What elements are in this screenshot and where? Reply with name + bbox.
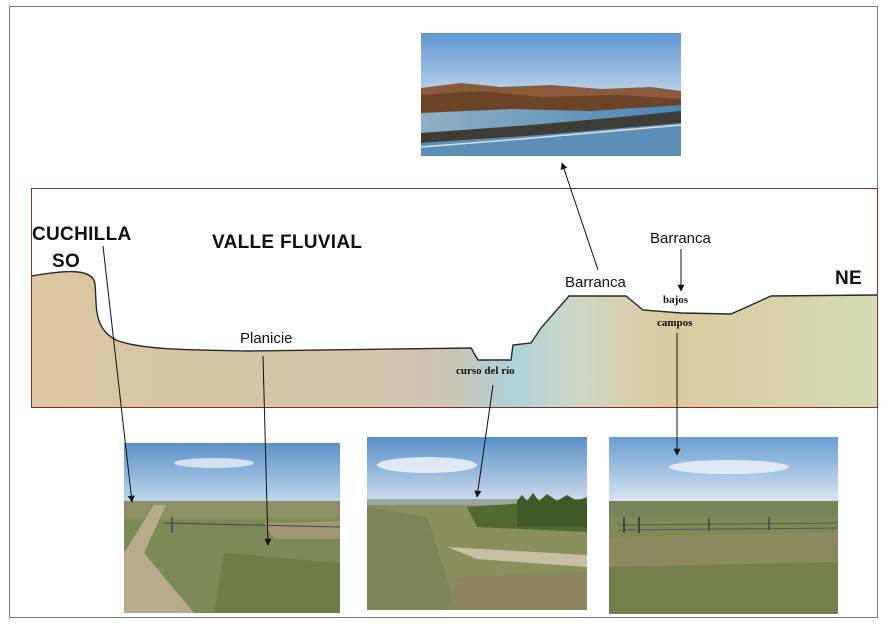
label-barranca-left: Barranca	[565, 274, 626, 291]
label-valle-fluvial: VALLE FLUVIAL	[212, 232, 363, 253]
label-barranca-right: Barranca	[650, 230, 711, 247]
photo-bajos-campos	[609, 437, 838, 614]
terrain-outline	[31, 270, 878, 361]
photo-river-course	[367, 437, 587, 610]
photo-cuchilla-road	[124, 443, 340, 613]
label-planicie: Planicie	[240, 330, 293, 347]
photo-barranca-river	[421, 33, 681, 156]
label-so: SO	[52, 251, 81, 272]
arrow-curso-to-photo	[474, 384, 494, 498]
arrow-barranca-to-photo	[560, 162, 599, 271]
arrow-planicie-to-photo	[262, 355, 272, 546]
label-bajos: bajos	[663, 294, 689, 306]
terrain-fill	[32, 271, 877, 407]
profile-section	[31, 188, 878, 408]
label-cuchilla: CUCHILLA	[32, 224, 132, 245]
label-curso-del-rio: curso del río	[456, 365, 515, 377]
label-campos: campos	[657, 317, 693, 329]
label-ne: NE	[835, 268, 862, 289]
arrow-cuchilla-to-photo	[102, 245, 135, 503]
